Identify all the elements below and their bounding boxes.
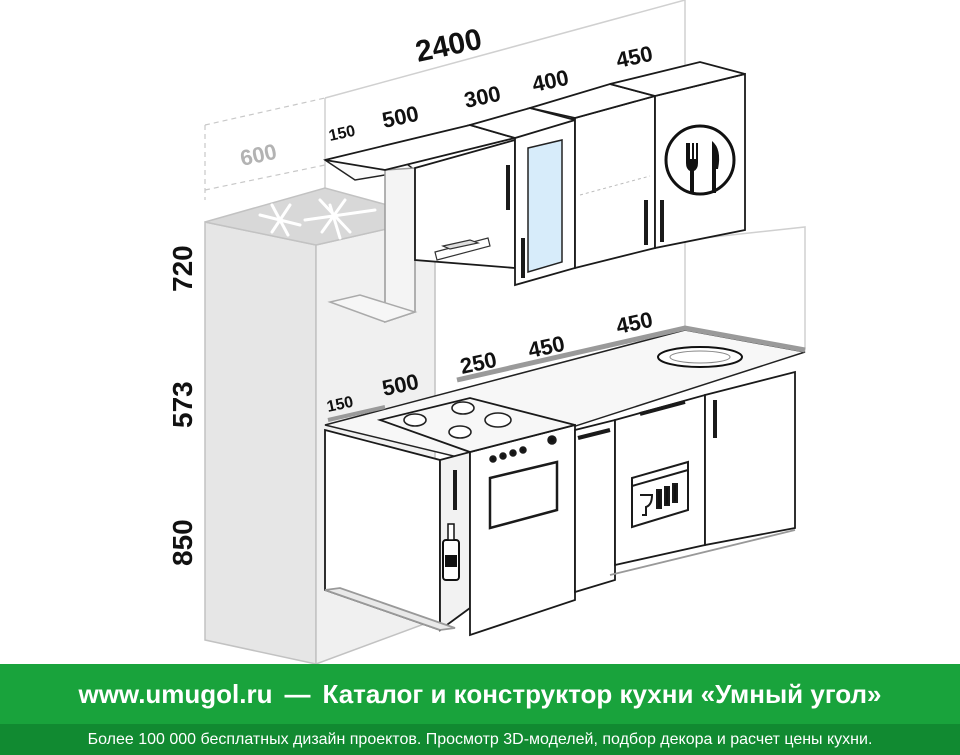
dim-height-middle: 573 [167, 381, 198, 428]
sink-icon [657, 346, 743, 368]
footer-banner: www.umugol.ru — Каталог и конструктор ку… [0, 664, 960, 755]
dim-fridge-depth: 600 [238, 139, 279, 171]
open-section [574, 418, 616, 594]
upper-cabinet-400 [574, 94, 656, 270]
sink-base-cabinet [609, 370, 796, 576]
footer-dash: — [284, 678, 311, 709]
oven-icon [488, 435, 559, 530]
footer-headline: www.umugol.ru — Каталог и конструктор ку… [0, 664, 960, 724]
dim-total-width: 2400 [413, 23, 485, 69]
upper-cabinets [324, 61, 746, 287]
dim-upper-1: 150 [327, 123, 357, 145]
dim-lower-1: 150 [325, 394, 355, 416]
dim-upper-4: 400 [530, 65, 571, 97]
range-hood-icon [434, 237, 491, 261]
footer-description: Более 100 000 бесплатных дизайн проектов… [0, 724, 960, 755]
dim-height-lower: 850 [167, 519, 198, 566]
fork-knife-icon [664, 124, 736, 196]
dim-upper-2: 500 [380, 101, 421, 133]
stove-burners-icon [403, 401, 512, 439]
base-corner-unit [324, 428, 471, 632]
footer-tagline: Каталог и конструктор кухни «Умный угол» [322, 678, 882, 709]
dim-height-upper: 720 [167, 245, 198, 292]
kitchen-diagram: 2400 150 500 300 400 450 600 150 500 250… [167, 0, 806, 664]
dim-upper-5: 450 [614, 41, 655, 73]
snowflake-icon [258, 198, 377, 240]
site-link[interactable]: www.umugol.ru [78, 678, 273, 709]
bottle-icon [442, 523, 460, 581]
dishwasher-icon [631, 460, 689, 529]
dim-upper-3: 300 [462, 81, 503, 113]
